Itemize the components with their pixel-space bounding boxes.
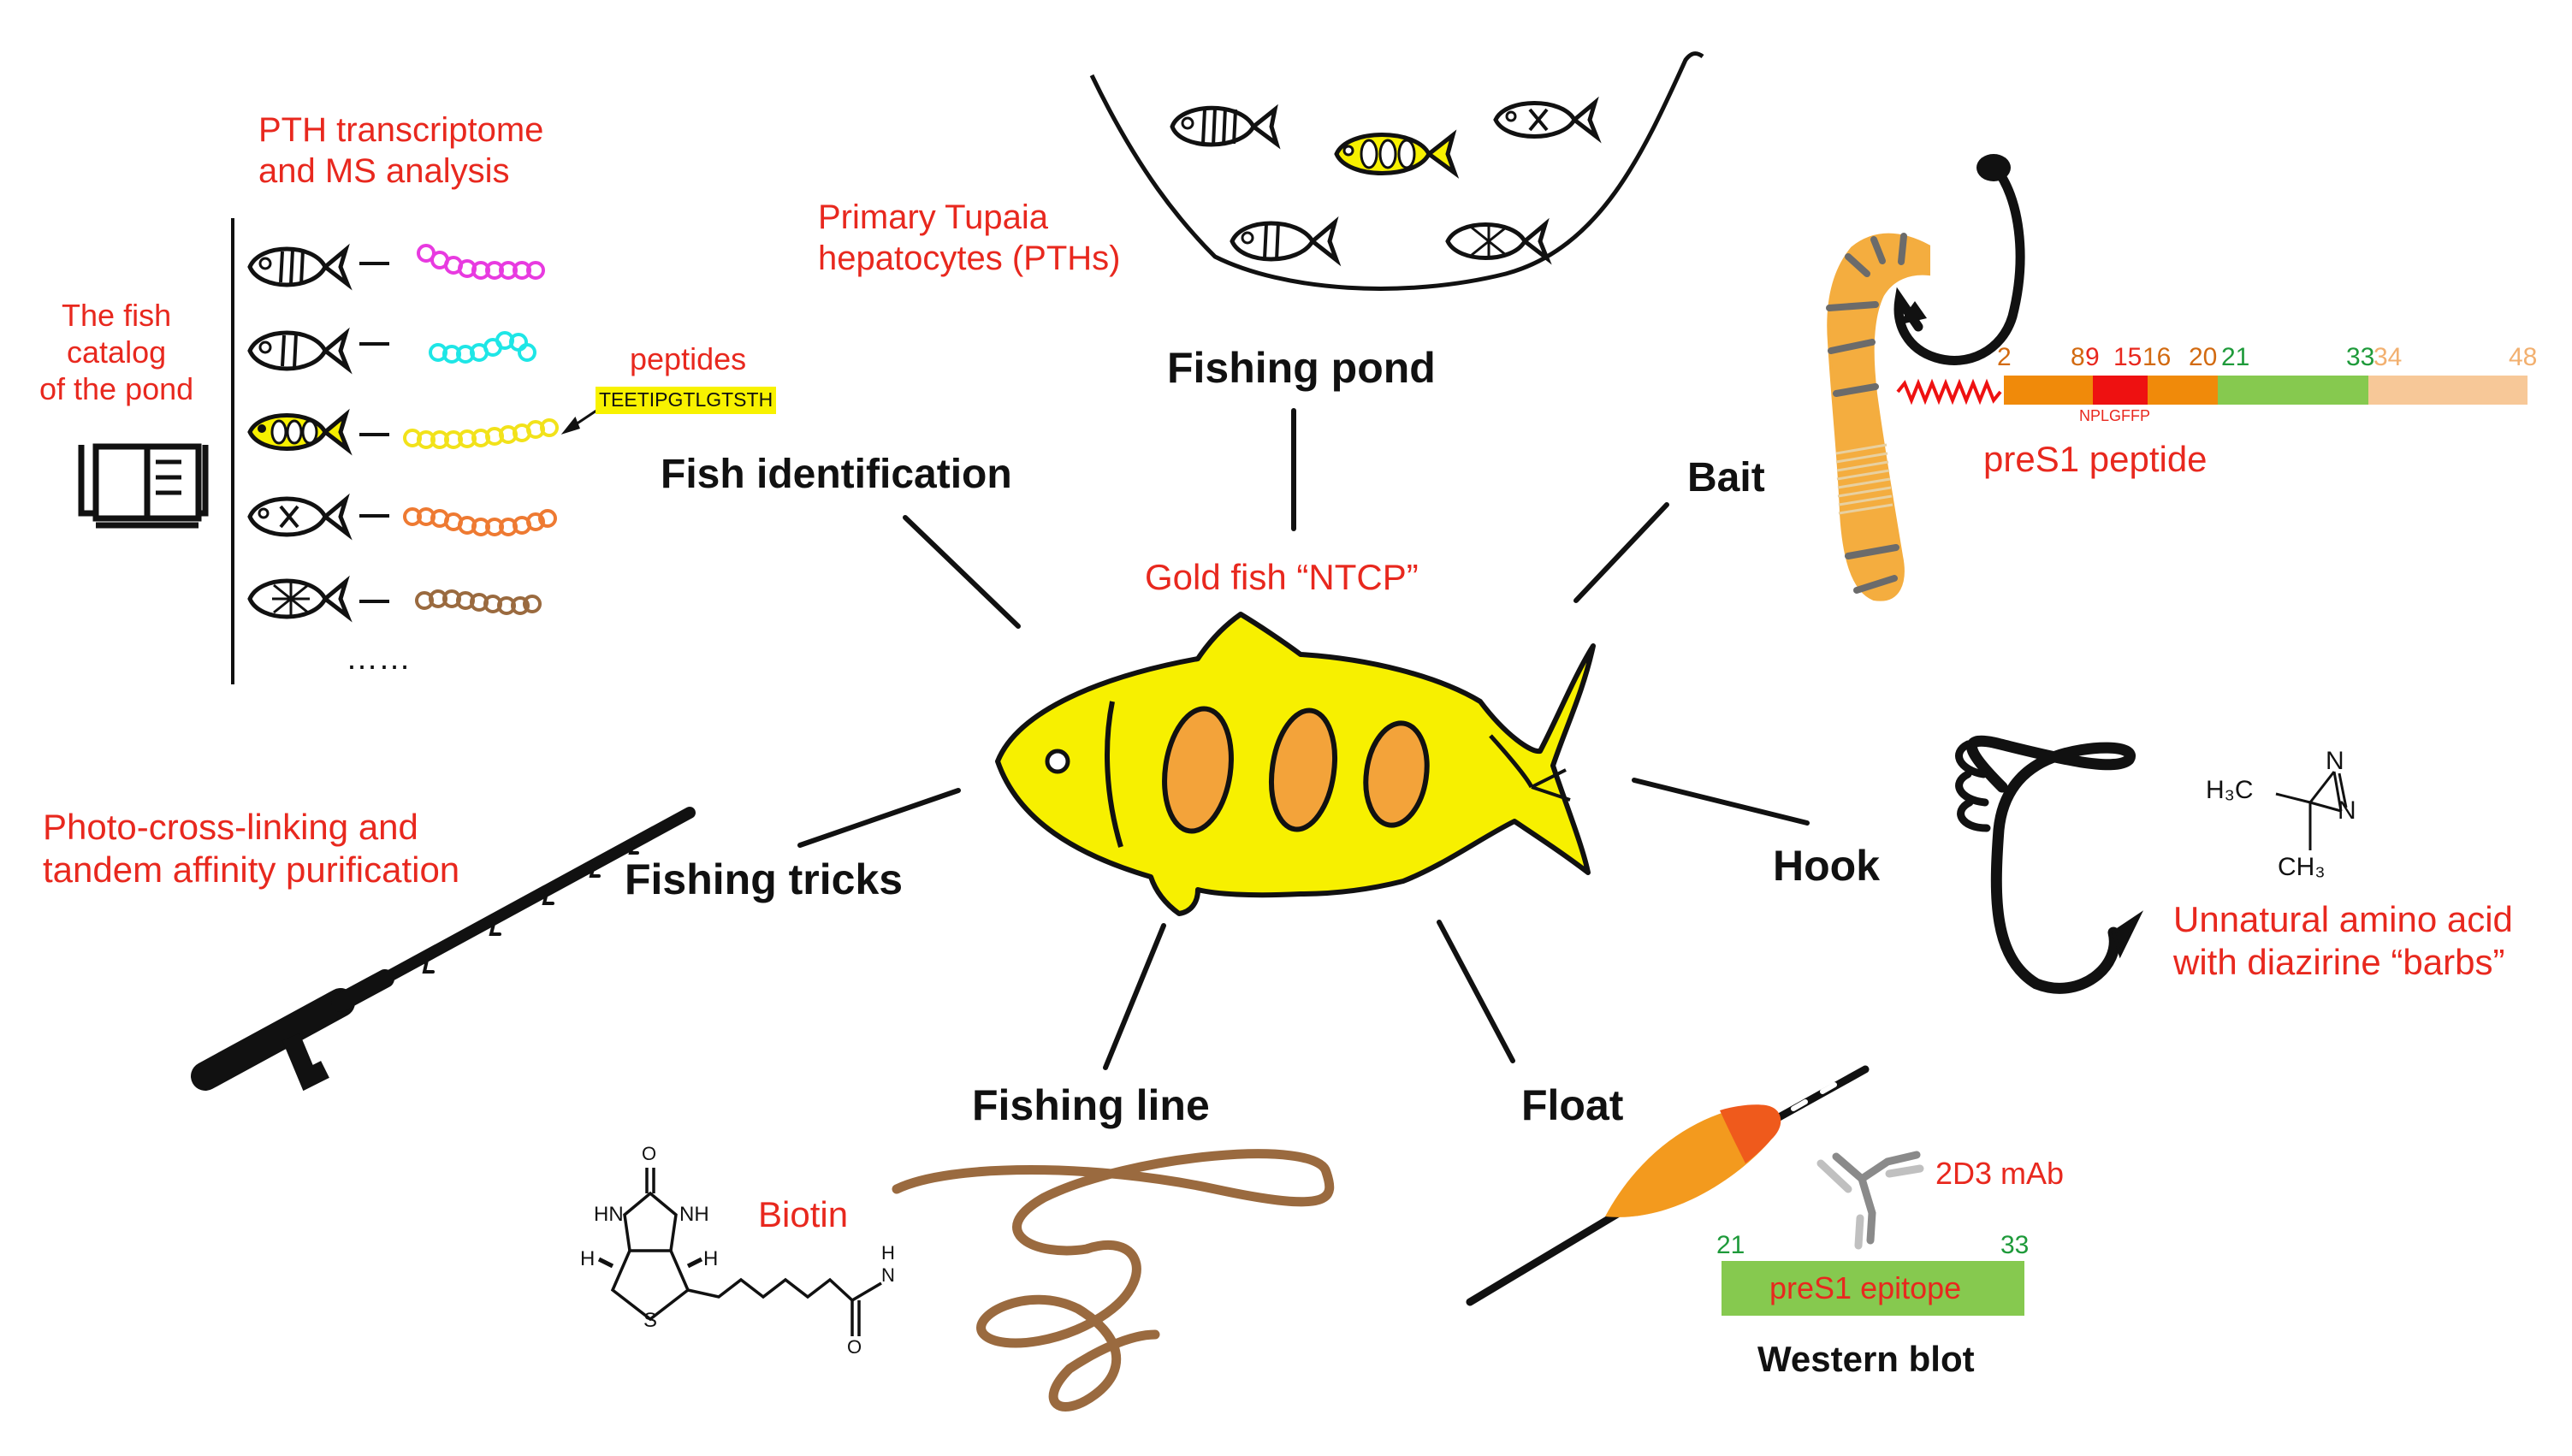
pres1-number: 20 — [2189, 343, 2218, 371]
peptide-chain-brown — [415, 589, 542, 615]
pres1-peptide-bar — [2004, 376, 2528, 405]
peptide-chain-magenta — [417, 244, 545, 280]
diazirine-hook-icon — [1955, 735, 2144, 994]
diazirine-n1: N — [2326, 747, 2344, 775]
epitope-start-number: 21 — [1716, 1231, 1745, 1259]
fishing-pond — [1089, 51, 1704, 291]
float-label: Float — [1521, 1081, 1624, 1129]
pres1-number: 15 — [2113, 343, 2142, 371]
peptide-chain-yellow — [403, 418, 559, 449]
fishing-line-label: Fishing line — [972, 1081, 1210, 1129]
primary-tupaia-label: Primary Tupaia hepatocytes (PTHs) — [818, 198, 1121, 277]
diazirine-ch3: CH₃ — [2278, 853, 2326, 881]
peptide-arrow — [560, 407, 600, 435]
book-icon — [78, 443, 209, 529]
bait-worm-icon — [1826, 233, 1930, 601]
pond-fish-gold-icon — [1334, 129, 1460, 179]
hook-label: Hook — [1773, 842, 1880, 890]
diazirine-h3c: H₃C — [2206, 776, 2254, 804]
peptide-sequence-label: TEETIPGTLGTSTH — [596, 387, 777, 414]
pond-fish-4-icon — [1230, 216, 1342, 267]
pres1-peptide-label: preS1 peptide — [1983, 439, 2208, 479]
bait-label: Bait — [1687, 455, 1765, 500]
biotin-atom-h-right: H — [703, 1247, 719, 1270]
ellipsis-label: …… — [346, 641, 411, 677]
float-icon — [1466, 1065, 1870, 1306]
unnatural-amino-acid-label: Unnatural amino acid with diazirine “bar… — [2173, 899, 2513, 983]
pres1-number: 21 — [2221, 343, 2250, 371]
pres1-number: 16 — [2142, 343, 2172, 371]
pres1-number: 34 — [2373, 343, 2403, 371]
hook-eye-icon — [1976, 154, 2011, 181]
catalog-list — [247, 243, 389, 623]
diazirine-structure — [2275, 771, 2348, 850]
bait-hook-icon — [1893, 163, 2025, 365]
epitope-end-number: 33 — [2000, 1231, 2030, 1259]
biotin-atom-s: S — [643, 1309, 658, 1332]
peptide-chain-cyan — [429, 331, 536, 364]
pond-fish-3-icon — [1493, 96, 1602, 144]
biotin-atom-nh: NH — [679, 1203, 709, 1226]
catalog-fish-gold-icon — [247, 408, 353, 456]
biotin-atom-h-left: H — [580, 1247, 596, 1270]
pth-transcriptome-label: PTH transcriptome and MS analysis — [258, 111, 544, 190]
pond-outline — [1089, 51, 1704, 291]
pres1-number: 9 — [2085, 343, 2100, 371]
biotin-structure — [597, 1168, 882, 1336]
connector-lines — [797, 408, 1810, 1070]
linker-zigzag — [1896, 378, 2002, 405]
gold-fish-label: Gold fish “NTCP” — [1145, 557, 1419, 597]
biotin-atom-o-bottom: O — [847, 1336, 862, 1358]
pres1-number: 2 — [1997, 343, 2012, 371]
fishing-rod-icon — [191, 807, 696, 1092]
biotin-atom-hn: HN — [594, 1203, 624, 1226]
catalog-fish-4-icon — [247, 493, 353, 541]
antibody-icon — [1816, 1151, 1924, 1250]
pres1-number: 48 — [2509, 343, 2538, 371]
pres1-number: 8 — [2071, 343, 2085, 371]
pres1-number: 33 — [2346, 343, 2375, 371]
gold-fish-ntcp-icon — [995, 612, 1596, 916]
npl-sequence-label: NPLGFFP — [2079, 407, 2151, 424]
biotin-label: Biotin — [758, 1194, 849, 1234]
fish-identification-label: Fish identification — [661, 452, 1012, 497]
pond-fish-1-icon — [1170, 104, 1281, 150]
hook-barb-icon — [1898, 301, 1927, 325]
fishing-pond-label: Fishing pond — [1167, 344, 1436, 392]
biotin-atom-n-amide: N — [881, 1264, 895, 1286]
diazirine-n2: N — [2338, 796, 2356, 825]
fishing-tricks-label: Fishing tricks — [625, 855, 904, 903]
fishing-line-icon — [892, 1149, 1335, 1412]
epitope-bar-label: preS1 epitope — [1769, 1270, 1962, 1305]
pond-fish-5-icon — [1445, 217, 1552, 265]
mab-label: 2D3 mAb — [1935, 1156, 2065, 1191]
photo-cross-linking-label: Photo-cross-linking and tandem affinity … — [43, 807, 460, 891]
western-blot-label: Western blot — [1757, 1339, 1975, 1379]
pres1-epitope-bar — [1722, 1261, 2024, 1316]
peptide-chain-orange — [403, 507, 557, 536]
fish-catalog-label: The fish catalog of the pond — [39, 298, 194, 407]
catalog-fish-2-icon — [247, 327, 353, 375]
biotin-atom-o-top: O — [642, 1143, 657, 1164]
peptide-chains — [403, 244, 559, 615]
catalog-fish-5-icon — [247, 575, 353, 623]
peptides-label: peptides — [630, 341, 747, 376]
biotin-atom-h-amide: H — [881, 1242, 895, 1264]
catalog-fish-1-icon — [247, 243, 353, 291]
